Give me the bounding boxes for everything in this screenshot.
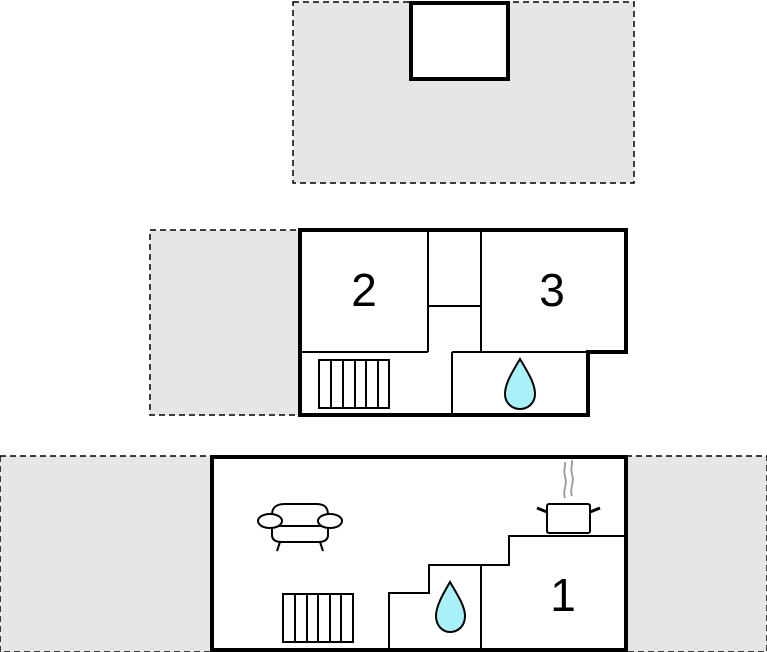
interior-walls — [300, 230, 588, 415]
outdoor-area-left — [0, 455, 213, 652]
attic-room — [409, 1, 510, 81]
attic-floor — [292, 1, 635, 184]
terrace-area — [149, 229, 301, 416]
cooking-pot-icon — [536, 459, 601, 534]
water-drop-icon — [434, 580, 467, 634]
room-label-1: 1 — [550, 569, 576, 621]
radiator-icon — [318, 359, 390, 409]
ground-floor: 1 — [0, 455, 767, 652]
outdoor-area-right — [625, 455, 767, 652]
radiator-icon — [282, 593, 354, 643]
water-drop-icon — [503, 357, 537, 411]
first-floor: 2 3 — [149, 228, 628, 417]
stair-walls — [388, 535, 626, 650]
room-label-3: 3 — [539, 264, 565, 316]
room-label-2: 2 — [351, 264, 377, 316]
ground-floor-outline — [210, 455, 628, 652]
sofa-icon — [257, 503, 343, 552]
